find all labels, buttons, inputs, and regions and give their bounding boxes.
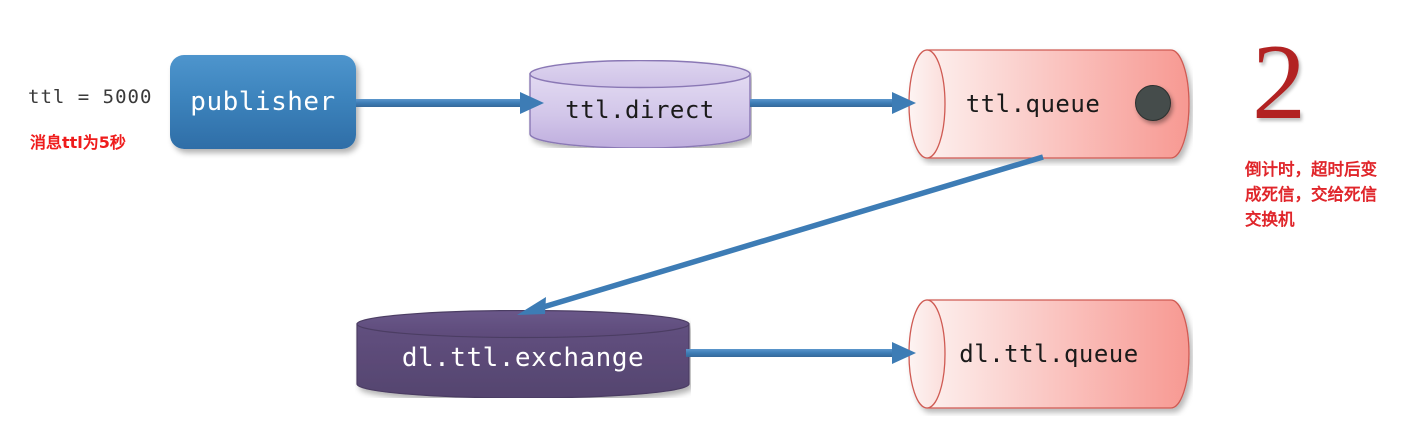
- node-dl-ttl-queue[interactable]: dl.ttl.queue: [905, 292, 1193, 416]
- node-publisher-label: publisher: [190, 87, 336, 117]
- ttl-note-label: 消息ttl为5秒: [30, 133, 126, 152]
- ttl-value-label: ttl = 5000: [28, 86, 153, 108]
- exchange-disk-shape: [356, 309, 690, 399]
- node-dl-ttl-exchange[interactable]: dl.ttl.exchange: [355, 309, 691, 399]
- node-ttl-direct[interactable]: ttl.direct: [528, 59, 752, 149]
- message-dot-icon: [1135, 85, 1171, 121]
- exchange-disk-shape: [529, 59, 751, 149]
- queue-cylinder-shape: [908, 299, 1190, 409]
- queue-cylinder-shape: [908, 49, 1190, 159]
- node-publisher[interactable]: publisher: [170, 55, 356, 149]
- edge-ttl-direct-to-ttl-queue: [750, 92, 916, 114]
- edge-publisher-to-ttl-direct: [356, 92, 544, 114]
- edge-dl-ttl-exchange-to-dl-ttl-queue: [686, 342, 916, 364]
- step-note-text: 倒计时，超时后变成死信，交给死信交换机: [1245, 160, 1377, 229]
- step-number: 2: [1252, 23, 1306, 142]
